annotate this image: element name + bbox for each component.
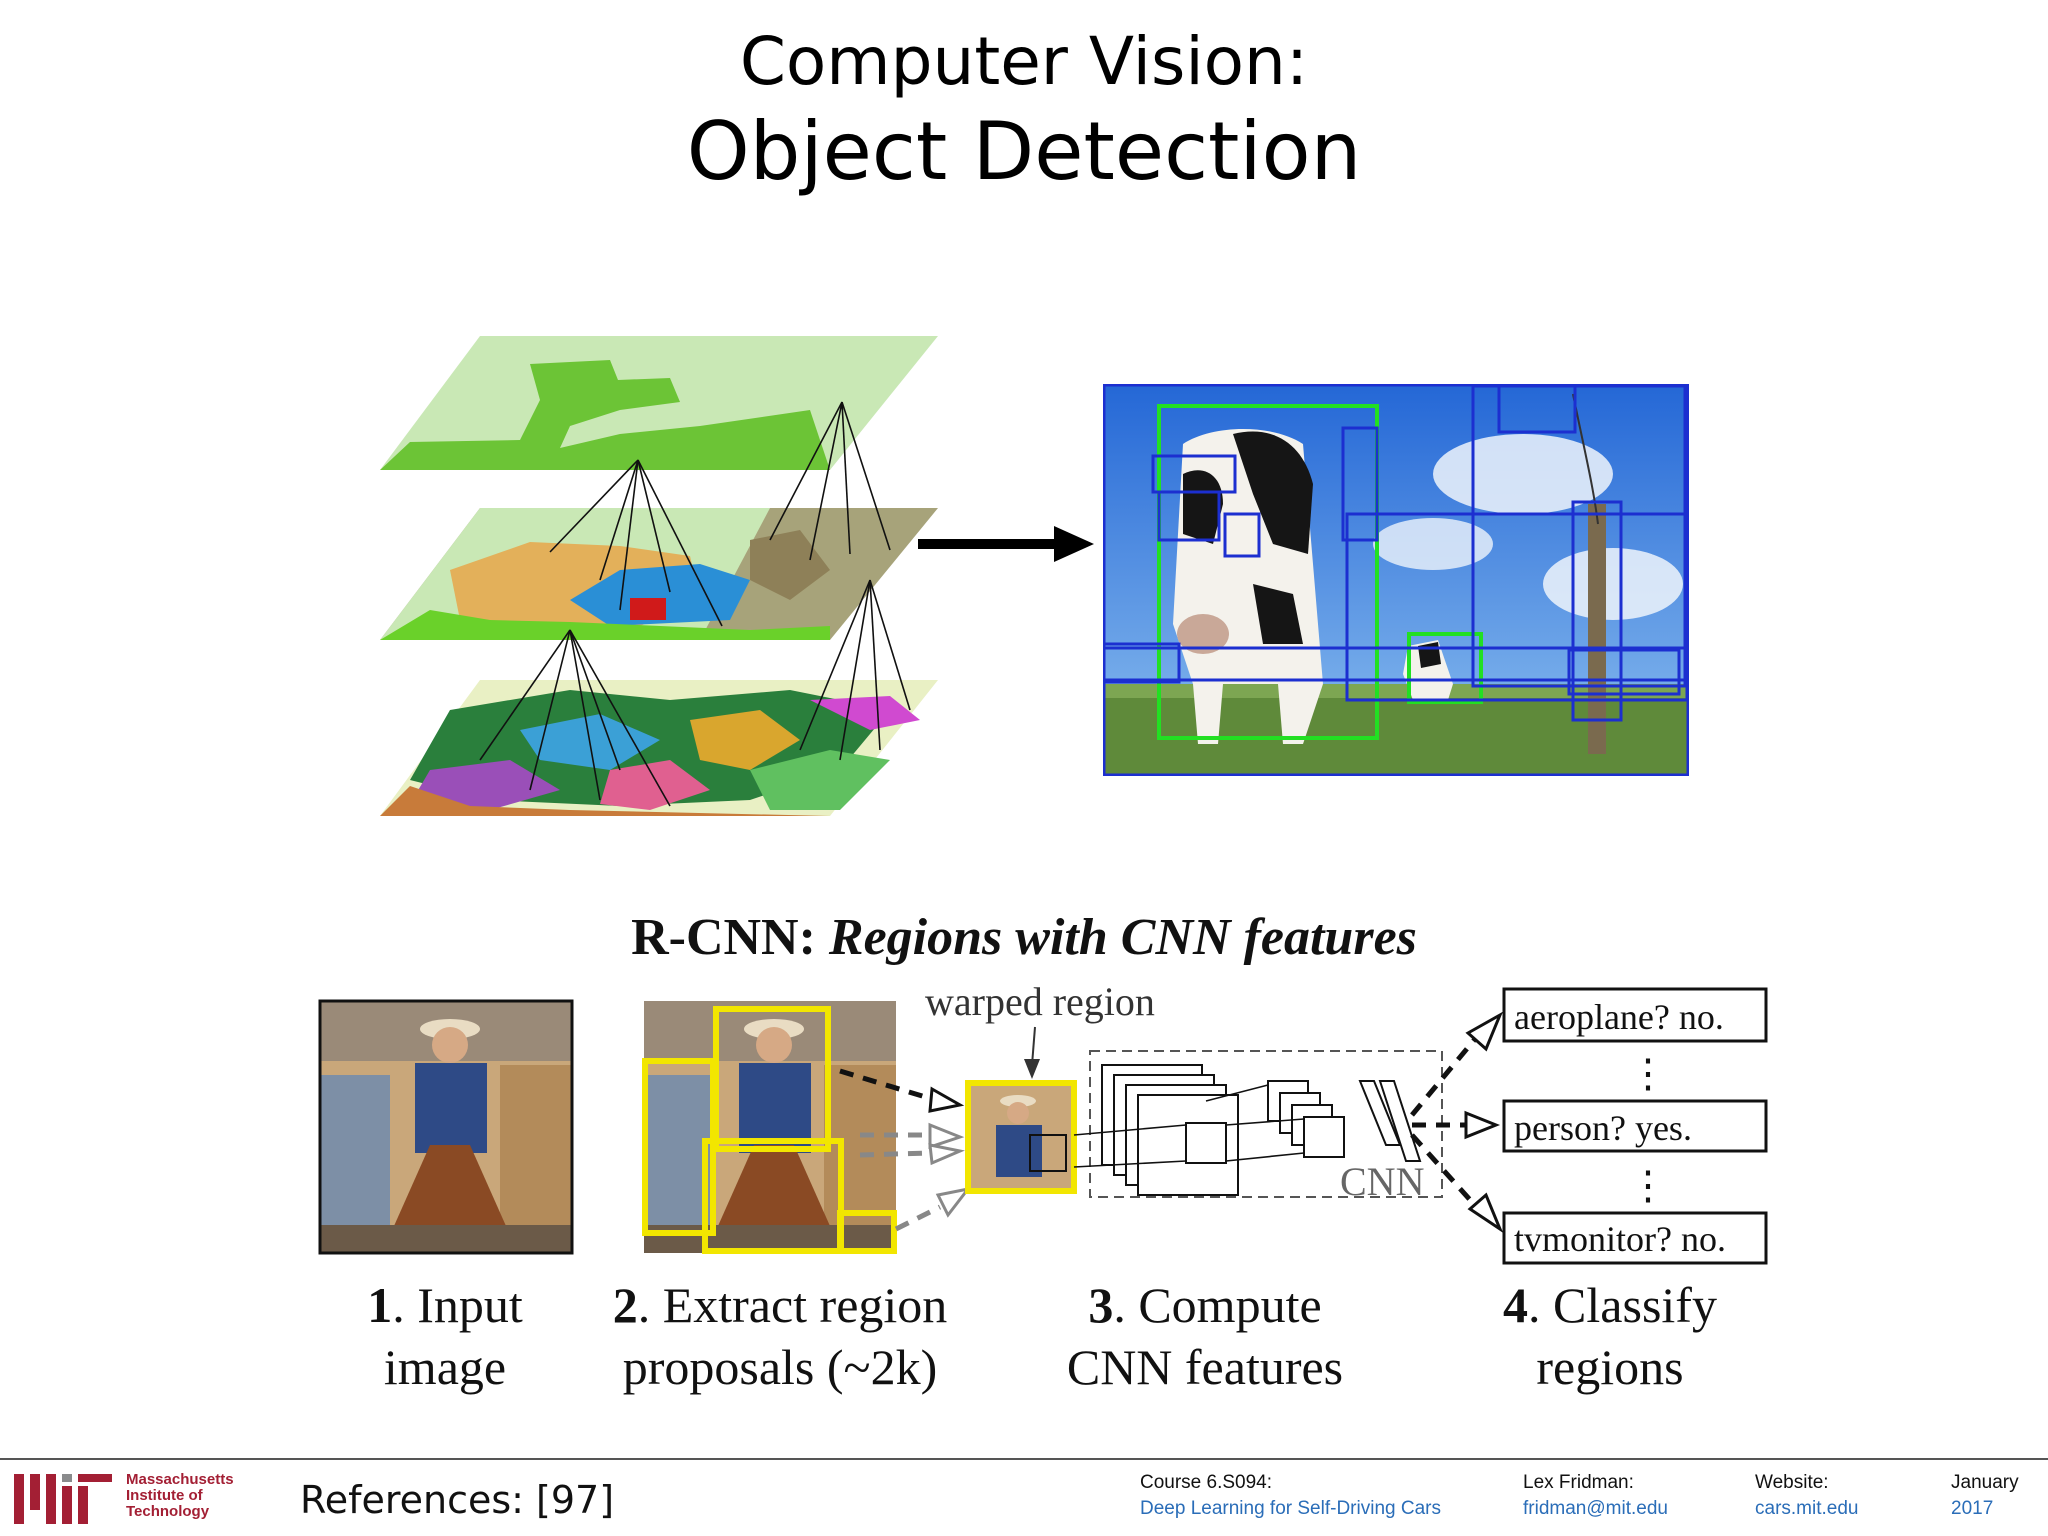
author-email-link[interactable]: fridman@mit.edu (1523, 1498, 1668, 1519)
footer-website: Website: cars.mit.edu (1755, 1470, 1858, 1522)
input-image (318, 999, 574, 1255)
references-text: References: [97] (300, 1478, 615, 1522)
rcnn-heading-plain: R-CNN: (631, 909, 816, 966)
rcnn-pipeline-diagram: warped region CNN aeroplane? no. person?… (318, 985, 1768, 1265)
warped-region-image (965, 1080, 1077, 1194)
course-link[interactable]: Deep Learning for Self-Driving Cars (1140, 1498, 1441, 1519)
rcnn-steps: 1. Input image 2. Extract region proposa… (300, 1274, 1780, 1404)
website-link[interactable]: cars.mit.edu (1755, 1498, 1859, 1519)
right-arrow-icon (918, 526, 1094, 562)
vdots-2: ⋮ (1628, 1163, 1668, 1208)
step-4-caption: 4. Classify regions (1503, 1277, 1717, 1395)
output-tvmonitor: tvmonitor? no. (1514, 1219, 1726, 1259)
slide-title-line1: Computer Vision: (739, 23, 1309, 100)
proposals-image (642, 1001, 897, 1254)
footer-course: Course 6.S094: Deep Learning for Self-Dr… (1140, 1470, 1441, 1522)
step-1-caption: 1. Input image (367, 1277, 523, 1395)
mit-wordmark: Massachusetts Institute of Technology (126, 1471, 234, 1520)
slide-title-line2: Object Detection (686, 105, 1362, 198)
rcnn-heading: R-CNN: Regions with CNN features (0, 908, 2048, 968)
segmentation-hierarchy-figure (380, 336, 938, 816)
cow-detection-image (1103, 384, 1689, 776)
mit-logo-icon (14, 1474, 112, 1524)
cnn-label: CNN (1340, 1159, 1424, 1204)
output-person: person? yes. (1514, 1108, 1692, 1148)
footer-date: January 2017 (1951, 1472, 2019, 1519)
vdots-1: ⋮ (1628, 1051, 1668, 1096)
warped-region-label: warped region (925, 985, 1155, 1024)
step-2-caption: 2. Extract region proposals (~2k) (612, 1277, 948, 1395)
footer-author: Lex Fridman: fridman@mit.edu (1523, 1470, 1668, 1522)
rcnn-heading-italic: Regions with CNN features (828, 909, 1417, 966)
step-3-caption: 3. Compute CNN features (1066, 1277, 1344, 1395)
footer-divider (0, 1458, 2048, 1460)
output-aeroplane: aeroplane? no. (1514, 997, 1724, 1037)
